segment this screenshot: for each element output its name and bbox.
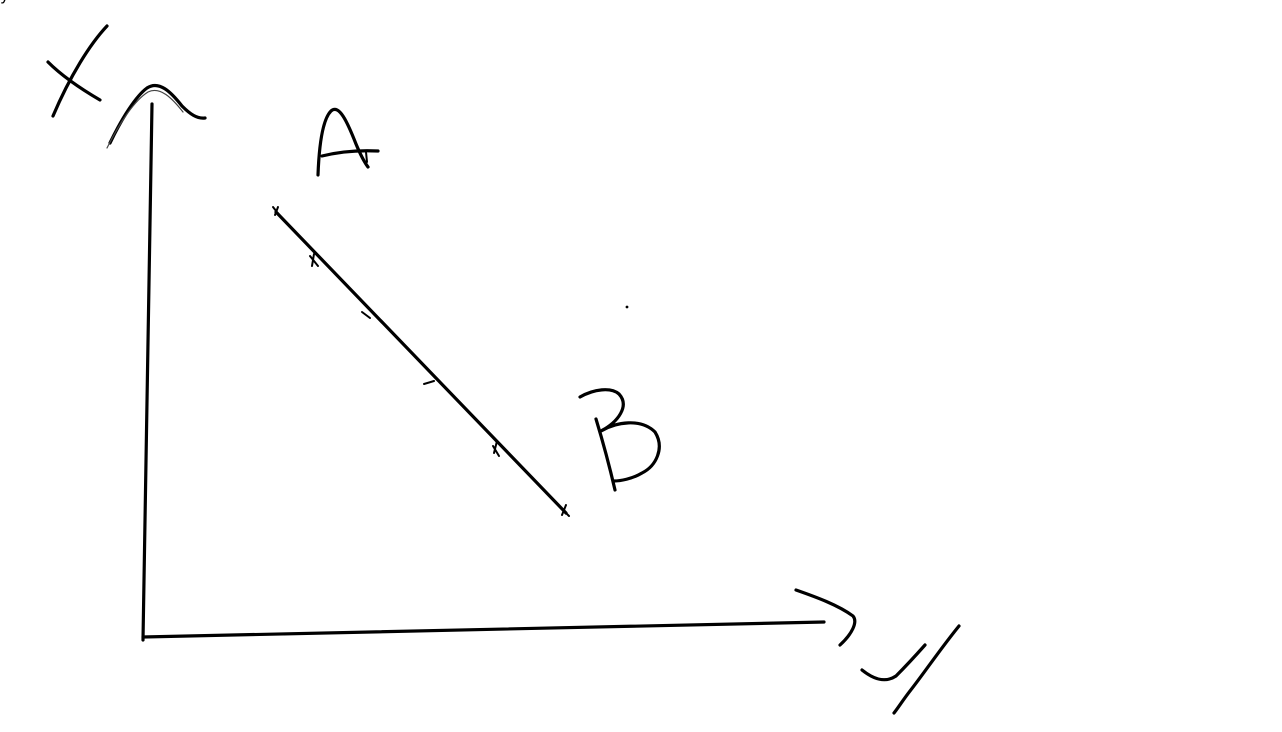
point-label-a-text: A bbox=[0, 0, 11, 4]
stray-dot bbox=[625, 305, 629, 309]
horizontal-axis bbox=[141, 588, 857, 647]
segment-tick-mark bbox=[361, 311, 371, 319]
horizontal-axis-arrowhead bbox=[794, 588, 857, 647]
vertical-axis-arrowhead bbox=[108, 83, 207, 145]
horizontal-axis-label-text: y bbox=[0, 0, 9, 4]
segment-tick-mark bbox=[423, 380, 435, 385]
segment-ab bbox=[272, 206, 570, 517]
vertical-axis bbox=[106, 83, 207, 642]
point-label-b: B bbox=[0, 0, 661, 492]
segment-tick-mark bbox=[492, 440, 500, 457]
horizontal-axis-label-y: y bbox=[0, 0, 961, 715]
point-label-b-text: B bbox=[0, 0, 11, 4]
horizontal-axis-line bbox=[141, 620, 826, 639]
segment-ab-line bbox=[274, 210, 568, 515]
vertical-axis-label-text: X bbox=[0, 0, 11, 4]
point-label-a: A bbox=[0, 0, 380, 177]
vertical-axis-line bbox=[141, 102, 154, 642]
vertical-axis-label-x: X bbox=[0, 0, 109, 118]
segment-endpoint-a bbox=[272, 206, 281, 217]
segment-tick-mark bbox=[309, 253, 319, 267]
segment-endpoint-b bbox=[560, 504, 570, 517]
